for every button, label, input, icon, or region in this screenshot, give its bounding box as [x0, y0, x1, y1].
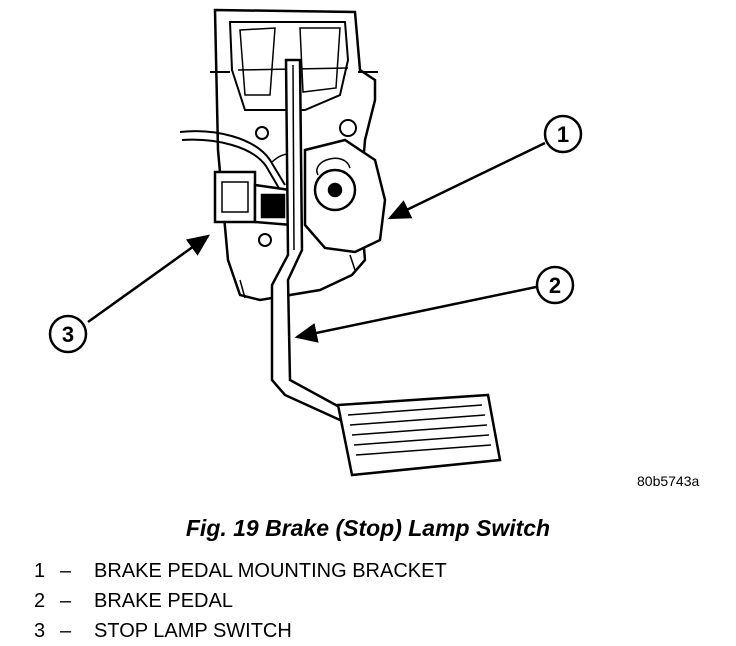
- callout-2-label: 2: [549, 273, 561, 298]
- legend-item-label: STOP LAMP SWITCH: [94, 620, 292, 642]
- legend-item-dash: –: [60, 590, 72, 612]
- legend-item-label: BRAKE PEDAL MOUNTING BRACKET: [94, 560, 447, 582]
- callout-3-label: 3: [62, 322, 74, 347]
- arrow-1: [387, 141, 546, 220]
- callout-3: 3: [48, 314, 88, 354]
- callout-1: 1: [543, 114, 583, 154]
- arrow-2: [294, 285, 537, 343]
- legend-item: 2 – BRAKE PEDAL: [34, 586, 447, 616]
- legend-item-number: 3: [34, 620, 46, 642]
- figure-reference-id: 80b5743a: [637, 473, 700, 489]
- callout-1-label: 1: [557, 122, 569, 147]
- legend-item-number: 1: [34, 560, 46, 582]
- legend-item: 3 – STOP LAMP SWITCH: [34, 616, 447, 646]
- pedal-pivot-plate: [303, 138, 387, 254]
- legend-item-dash: –: [60, 620, 72, 642]
- figure-caption: Fig. 19 Brake (Stop) Lamp Switch: [185, 515, 551, 541]
- legend: 1 – BRAKE PEDAL MOUNTING BRACKET 2 – BRA…: [34, 556, 447, 646]
- callout-2: 2: [535, 265, 575, 305]
- arrow-3: [87, 234, 211, 324]
- brake-pedal-pad: [336, 393, 502, 477]
- stop-lamp-switch: [213, 170, 301, 227]
- leader-arrows: [87, 141, 546, 343]
- legend-item-number: 2: [34, 590, 46, 612]
- brake-switch-diagram: 1 2 3: [48, 8, 583, 477]
- legend-item-label: BRAKE PEDAL: [94, 590, 233, 612]
- legend-item: 1 – BRAKE PEDAL MOUNTING BRACKET: [34, 556, 447, 586]
- legend-item-dash: –: [60, 560, 72, 582]
